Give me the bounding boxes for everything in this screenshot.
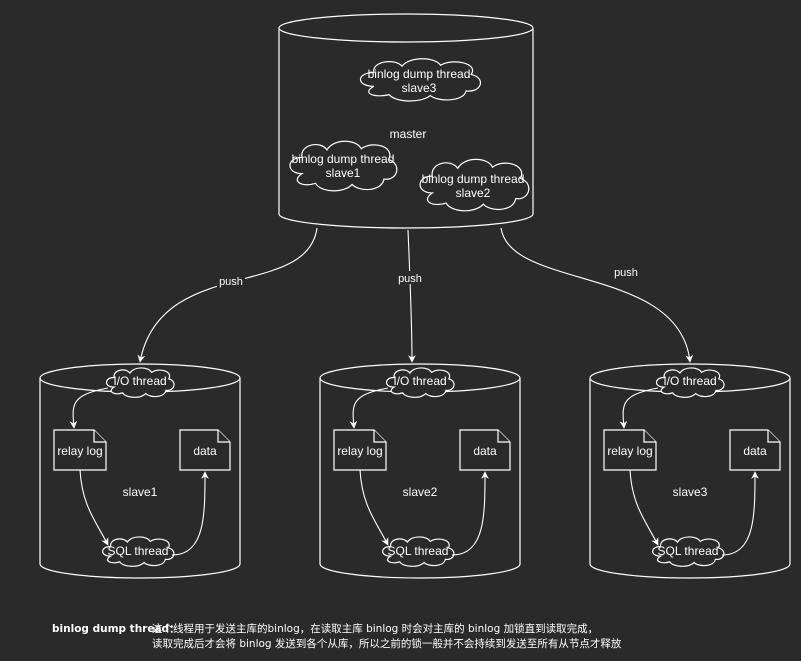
dump-thread-target: slave3 bbox=[402, 81, 437, 95]
slave1-flow bbox=[69, 387, 209, 556]
relay-log-label: relay log bbox=[57, 444, 102, 458]
dump-thread-title: binlog dump thread bbox=[292, 152, 395, 166]
push-label: push bbox=[398, 273, 422, 285]
push-label: push bbox=[219, 276, 243, 288]
note-row-1: binlog dump thread： 这个线程用于发送主库的binlog，在读… bbox=[52, 622, 792, 637]
slave1-sql-thread[interactable]: SQL thread bbox=[102, 536, 175, 567]
dump-thread-target: slave2 bbox=[456, 186, 491, 200]
slave1-label: slave1 bbox=[123, 485, 158, 499]
sql-thread-label: SQL thread bbox=[108, 544, 169, 558]
dump-thread-target: slave1 bbox=[326, 166, 361, 180]
push-edge-slave1: push bbox=[137, 227, 318, 363]
dump-thread-title: binlog dump thread bbox=[422, 172, 525, 186]
slave3-sql-thread[interactable]: SQL thread bbox=[652, 536, 725, 567]
note-row-2: 读取完成后才会将 binlog 发送到各个从库，所以之前的锁一般并不会持续到发送… bbox=[52, 637, 792, 652]
slave2-data[interactable]: data bbox=[459, 429, 511, 471]
binlog-dump-thread-note: binlog dump thread： 这个线程用于发送主库的binlog，在读… bbox=[52, 622, 792, 652]
dump-thread-slave2[interactable]: binlog dump thread slave2 bbox=[419, 158, 530, 212]
push-edge-slave3: push bbox=[500, 227, 694, 363]
note-line-2: 读取完成后才会将 binlog 发送到各个从库，所以之前的锁一般并不会持续到发送… bbox=[152, 638, 622, 650]
io-thread-label: I/O thread bbox=[113, 374, 166, 388]
slave2-relay-log[interactable]: relay log bbox=[333, 429, 387, 471]
data-label: data bbox=[193, 444, 217, 458]
dump-thread-slave1[interactable]: binlog dump thread slave1 bbox=[289, 140, 398, 192]
slave2-flow bbox=[349, 387, 489, 556]
dump-thread-title: binlog dump thread bbox=[368, 67, 471, 81]
data-label: data bbox=[473, 444, 497, 458]
slave1-relay-log[interactable]: relay log bbox=[53, 429, 107, 471]
push-edge-slave2: push bbox=[396, 229, 424, 363]
slave3-data[interactable]: data bbox=[729, 429, 781, 471]
note-term: binlog dump thread： bbox=[52, 623, 180, 635]
slave2-label: slave2 bbox=[403, 485, 438, 499]
relay-log-label: relay log bbox=[607, 444, 652, 458]
slave3-label: slave3 bbox=[673, 485, 708, 499]
relay-log-label: relay log bbox=[337, 444, 382, 458]
io-thread-label: I/O thread bbox=[663, 374, 716, 388]
sql-thread-label: SQL thread bbox=[388, 544, 449, 558]
io-thread-label: I/O thread bbox=[393, 374, 446, 388]
slave2-io-thread[interactable]: I/O thread bbox=[386, 367, 455, 398]
slave3-io-thread[interactable]: I/O thread bbox=[656, 367, 725, 398]
slave3-flow bbox=[619, 387, 759, 556]
slave3-relay-log[interactable]: relay log bbox=[603, 429, 657, 471]
data-label: data bbox=[743, 444, 767, 458]
sql-thread-label: SQL thread bbox=[658, 544, 719, 558]
push-label: push bbox=[614, 267, 638, 279]
slave1-io-thread[interactable]: I/O thread bbox=[106, 367, 175, 398]
note-spacer bbox=[52, 637, 152, 652]
slave1-data[interactable]: data bbox=[179, 429, 231, 471]
slave2-sql-thread[interactable]: SQL thread bbox=[382, 536, 455, 567]
master-label: master bbox=[390, 127, 427, 141]
dump-thread-slave3[interactable]: binlog dump thread slave3 bbox=[359, 57, 482, 102]
note-line-1: 这个线程用于发送主库的binlog，在读取主库 binlog 时会对主库的 bi… bbox=[152, 623, 599, 635]
